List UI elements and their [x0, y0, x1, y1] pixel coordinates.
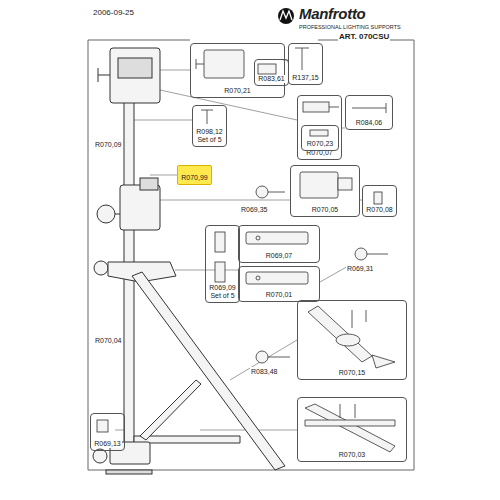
- part-number: R070,05: [311, 206, 339, 214]
- part-box: R069,09 Set of 5: [205, 225, 240, 303]
- header-text: Manfrotto: [298, 5, 366, 22]
- part-number: R069,07: [265, 252, 293, 260]
- part-number: R070,03: [338, 451, 366, 459]
- part-number: R084,06: [355, 119, 383, 127]
- part-number: R070,99: [180, 174, 208, 182]
- part-box: R070,03: [297, 397, 407, 462]
- part-number: R137,15: [291, 74, 319, 82]
- part-number: R069,13: [93, 440, 121, 448]
- part-box: R137,15: [288, 43, 323, 85]
- part-box: R070,08: [362, 185, 397, 217]
- header-text: PROFESSIONAL LIGHTING SUPPORTS: [298, 24, 402, 32]
- part-number: R083,61: [257, 75, 285, 83]
- part-box: R070,01: [238, 266, 320, 302]
- part-box: R070,23: [301, 125, 339, 151]
- logo-mark: [278, 8, 294, 24]
- part-box: R070,21 R083,61: [190, 43, 285, 98]
- part-box: R083,61: [254, 59, 289, 86]
- part-box: R069,07: [238, 225, 320, 263]
- header-text: ART. 070CSU: [338, 32, 390, 42]
- part-box: R070,15: [297, 300, 407, 380]
- part-box: R069,13: [90, 413, 125, 451]
- part-number: R069,35: [240, 205, 268, 214]
- part-number: R083,48: [250, 367, 278, 376]
- part-number: R070,04: [94, 336, 122, 345]
- part-box: R084,06: [345, 95, 393, 130]
- part-number: R070,23: [306, 140, 334, 148]
- part-number: R070,08: [365, 206, 393, 214]
- part-number: R069,31: [346, 264, 374, 273]
- header-text: 2006-09-25: [92, 8, 135, 18]
- part-number: R070,21: [223, 87, 251, 95]
- part-box: R070,05: [290, 165, 360, 217]
- part-number: R070,01: [265, 291, 293, 299]
- part-box: R098,12 Set of 5: [192, 105, 227, 147]
- part-box: R070,99: [177, 165, 212, 185]
- part-number: R070,15: [338, 369, 366, 377]
- part-box: R070,07R070,23: [297, 95, 342, 160]
- part-number: R098,12 Set of 5: [195, 128, 224, 144]
- part-number: R070,09: [94, 140, 122, 149]
- part-number: R069,09 Set of 5: [208, 284, 237, 300]
